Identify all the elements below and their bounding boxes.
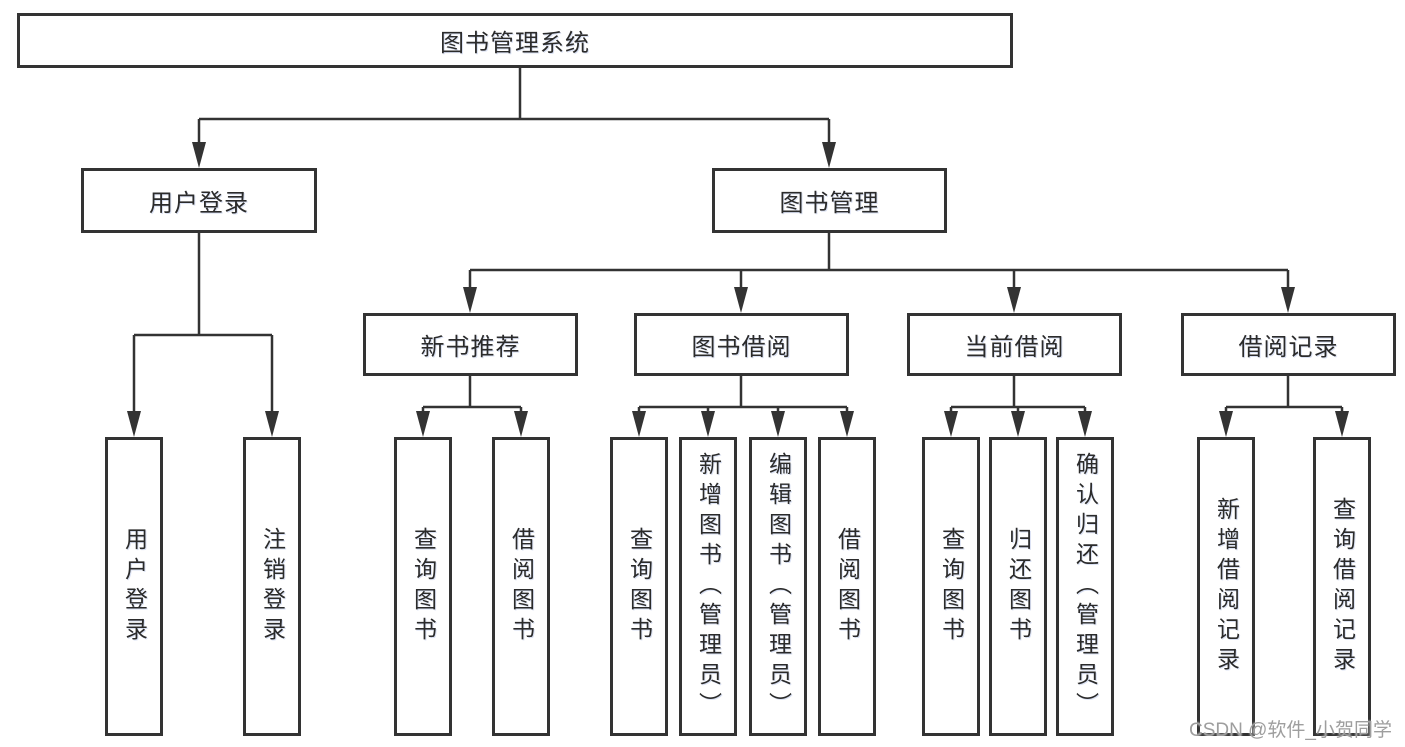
leaf-add-books-admin: 新增图书（管理员）	[679, 437, 737, 736]
leaf-label: 确认归还（管理员）	[1072, 451, 1099, 722]
leaf-label: 归还图书	[1005, 526, 1032, 647]
node-label: 图书借阅	[691, 334, 792, 361]
leaf-return-books: 归还图书	[989, 437, 1047, 736]
leaf-query-books: 查询图书	[610, 437, 668, 736]
node-new-book-recommendation: 新书推荐	[363, 313, 578, 376]
node-label: 借阅记录	[1238, 334, 1339, 361]
leaf-label: 用户登录	[121, 526, 148, 647]
node-label: 新书推荐	[420, 334, 521, 361]
node-label: 图书管理系统	[440, 30, 590, 57]
leaf-confirm-return-admin: 确认归还（管理员）	[1056, 437, 1114, 736]
node-user-login: 用户登录	[81, 168, 317, 233]
leaf-borrow-books: 借阅图书	[818, 437, 876, 736]
node-book-borrowing: 图书借阅	[634, 313, 849, 376]
leaf-label: 编辑图书（管理员）	[765, 451, 792, 722]
node-current-borrowing: 当前借阅	[907, 313, 1122, 376]
node-book-management: 图书管理	[712, 168, 947, 233]
node-label: 用户登录	[149, 190, 249, 217]
leaf-label: 新增借阅记录	[1213, 496, 1240, 677]
node-borrowing-records: 借阅记录	[1181, 313, 1396, 376]
leaf-label: 借阅图书	[834, 526, 861, 647]
leaf-label: 查询图书	[410, 526, 437, 647]
node-library-system: 图书管理系统	[17, 13, 1013, 68]
leaf-query-books: 查询图书	[922, 437, 980, 736]
leaf-label: 借阅图书	[508, 526, 535, 647]
leaf-user-login: 用户登录	[105, 437, 163, 736]
node-label: 图书管理	[779, 190, 880, 217]
leaf-edit-books-admin: 编辑图书（管理员）	[749, 437, 807, 736]
leaf-add-borrow-record: 新增借阅记录	[1197, 437, 1255, 736]
leaf-query-books: 查询图书	[394, 437, 452, 736]
leaf-label: 查询图书	[626, 526, 653, 647]
leaf-query-borrow-record: 查询借阅记录	[1313, 437, 1371, 736]
leaf-borrow-books: 借阅图书	[492, 437, 550, 736]
leaf-label: 注销登录	[259, 526, 286, 647]
leaf-logout: 注销登录	[243, 437, 301, 736]
leaf-label: 新增图书（管理员）	[695, 451, 722, 722]
csdn-watermark: CSDN @软件_小贺同学	[1189, 720, 1392, 741]
leaf-label: 查询借阅记录	[1329, 496, 1356, 677]
leaf-label: 查询图书	[938, 526, 965, 647]
node-label: 当前借阅	[964, 334, 1065, 361]
